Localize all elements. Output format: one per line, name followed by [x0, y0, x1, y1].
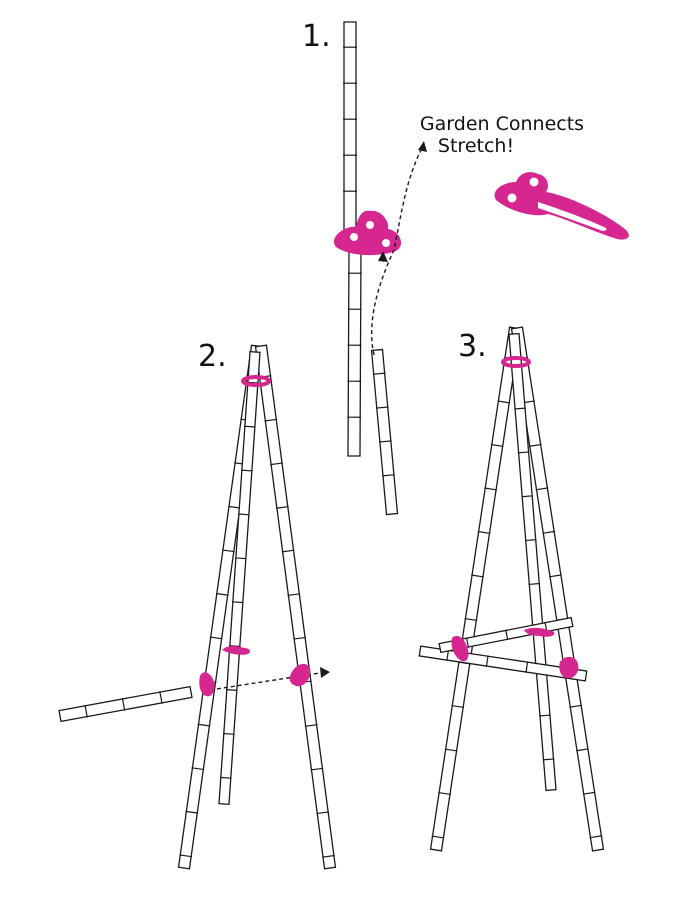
- step-1-cane-upper: [343, 21, 357, 233]
- cane-node: [209, 636, 223, 640]
- cane-node: [438, 791, 451, 796]
- cane-node: [490, 443, 504, 448]
- cane-node: [535, 487, 549, 491]
- stretched-clip-icon: [494, 172, 629, 240]
- cane-node: [521, 495, 533, 498]
- cane-node: [159, 691, 163, 704]
- step-3-top-band: [501, 356, 531, 368]
- cane-node: [379, 440, 392, 443]
- cane-node: [238, 513, 250, 516]
- cane-node: [465, 637, 470, 648]
- cane-node: [264, 418, 278, 422]
- step-3-cross-cane-back: [438, 616, 574, 654]
- step-2-label: 2.: [198, 339, 227, 374]
- cane-node: [497, 400, 511, 404]
- caption-line-1: Garden Connects: [420, 113, 584, 135]
- cane-node: [179, 854, 193, 858]
- cane-node: [589, 835, 603, 839]
- cane-node: [197, 723, 211, 727]
- cane-node: [525, 661, 529, 673]
- dashed-arrow-icon: [370, 141, 427, 356]
- cane-node: [485, 655, 489, 667]
- step-1-cane-loose: [370, 348, 399, 516]
- cane-node: [484, 487, 497, 491]
- cane-node: [542, 530, 556, 534]
- cane-node: [287, 593, 301, 597]
- cane-node: [215, 592, 229, 596]
- cane-node: [542, 758, 555, 761]
- cane-node: [281, 549, 295, 553]
- cane-node: [244, 425, 256, 428]
- cane-node: [310, 767, 324, 771]
- step-1-cane-lower: [347, 247, 362, 457]
- cane-node: [477, 530, 491, 535]
- step-3-middle-clip: [524, 627, 555, 637]
- cane-node: [569, 704, 583, 708]
- cane-node: [226, 689, 238, 691]
- cane-node: [185, 810, 199, 814]
- step-2-right-clip: [289, 663, 311, 687]
- cane-node: [524, 539, 537, 542]
- cane-node: [228, 505, 241, 509]
- cane-node: [275, 505, 289, 509]
- cane-node: [514, 407, 526, 410]
- cane-node: [84, 704, 88, 718]
- step-3-label: 3.: [458, 329, 487, 364]
- cane-node: [576, 748, 589, 752]
- caption-line-2: Stretch!: [438, 135, 514, 157]
- cane-node: [444, 748, 458, 752]
- step-3-right-clip: [559, 656, 579, 679]
- cane-node: [232, 601, 244, 604]
- cane-node: [191, 767, 205, 771]
- cane-node: [431, 835, 445, 839]
- cane-node: [372, 372, 386, 375]
- cane-node: [549, 574, 562, 578]
- cane-node: [316, 811, 330, 815]
- step-2-cane-right: [254, 344, 337, 870]
- canes-layer: [58, 21, 605, 870]
- cane-node: [220, 776, 232, 779]
- cane-node: [375, 406, 389, 409]
- cane-node: [121, 698, 126, 711]
- step-3-cane-left: [429, 326, 522, 852]
- cane-node: [582, 791, 596, 795]
- cane-node: [382, 474, 395, 477]
- garden-connect-clip-icon: [334, 210, 402, 256]
- cane-node: [223, 732, 235, 735]
- step-2-top-band: [241, 375, 271, 387]
- cane-node: [517, 451, 530, 454]
- cane-node: [235, 557, 247, 560]
- cane-node: [528, 582, 541, 586]
- cane-node: [464, 617, 478, 622]
- cane-node: [505, 629, 509, 641]
- cane-node: [528, 443, 542, 447]
- cane-node: [451, 704, 465, 709]
- step-2-middle-clip: [222, 646, 251, 655]
- cane-node: [304, 724, 318, 727]
- step-3-left-clip: [451, 635, 469, 662]
- step-2-cane-middle: [218, 350, 261, 806]
- cane-node: [471, 574, 484, 578]
- cane-node: [293, 636, 306, 640]
- cane-node: [322, 854, 335, 858]
- step-1-label: 1.: [302, 19, 331, 54]
- step-2-cross-cane: [58, 685, 193, 723]
- cane-node: [241, 469, 253, 472]
- cane-node: [539, 714, 551, 717]
- cane-node: [270, 462, 283, 466]
- cane-node: [222, 549, 235, 553]
- step-2-left-clip: [199, 672, 215, 697]
